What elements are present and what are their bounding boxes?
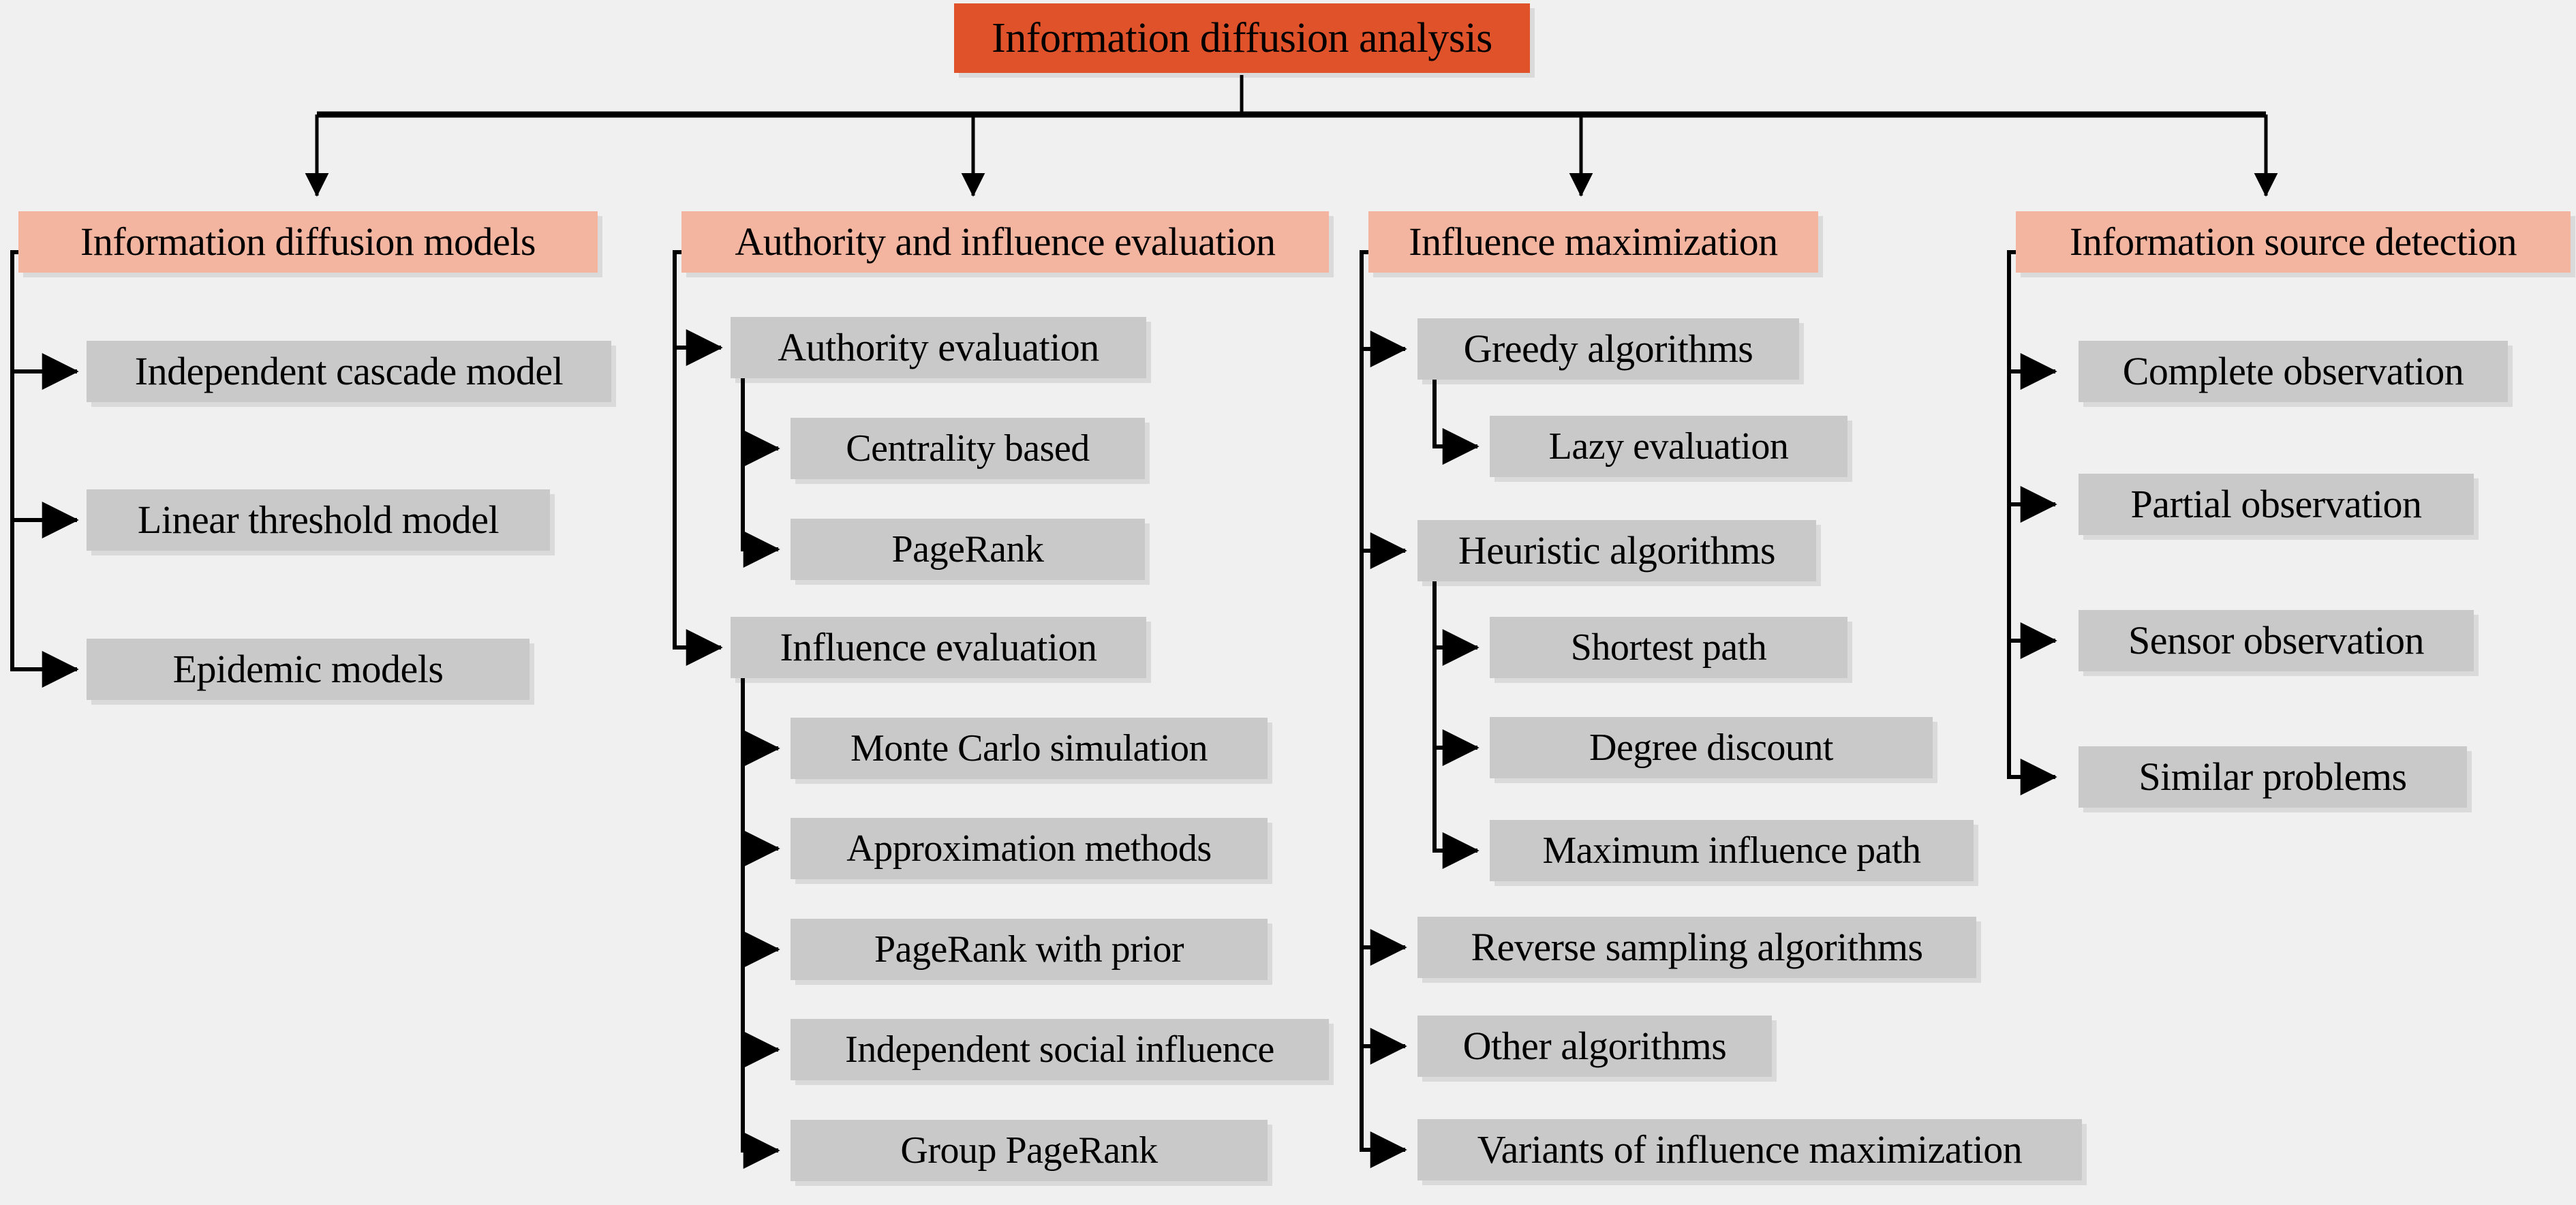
node-label: Other algorithms: [1462, 1024, 1727, 1068]
node-label: Group PageRank: [900, 1129, 1158, 1172]
root-connectors: [305, 75, 2278, 197]
node-authority-and-influence-evaluation[interactable]: Authority and influence evaluation: [681, 211, 1329, 273]
node-label: Information source detection: [2070, 219, 2517, 264]
node-influence-evaluation[interactable]: Influence evaluation: [731, 617, 1146, 678]
node-label: Heuristic algorithms: [1458, 528, 1776, 573]
node-label: Centrality based: [846, 427, 1090, 470]
node-label: Lazy evaluation: [1548, 425, 1789, 468]
node-label: Information diffusion models: [80, 219, 536, 264]
node-variants-of-influence-maximization[interactable]: Variants of influence maximization: [1417, 1119, 2082, 1180]
node-label: Maximum influence path: [1542, 829, 1921, 872]
node-label: Degree discount: [1589, 727, 1833, 769]
node-label: Variants of influence maximization: [1477, 1127, 2023, 1172]
node-label: Complete observation: [2122, 349, 2464, 393]
node-independent-cascade-model[interactable]: Independent cascade model: [87, 341, 611, 402]
node-degree-discount[interactable]: Degree discount: [1490, 717, 1933, 778]
node-label: Influence maximization: [1409, 219, 1778, 264]
node-greedy-algorithms[interactable]: Greedy algorithms: [1417, 318, 1799, 380]
node-linear-threshold-model[interactable]: Linear threshold model: [87, 489, 550, 551]
node-heuristic-algorithms[interactable]: Heuristic algorithms: [1417, 520, 1816, 581]
branch2-connectors: [673, 250, 780, 1169]
node-information-diffusion-models[interactable]: Information diffusion models: [18, 211, 598, 273]
node-other-algorithms[interactable]: Other algorithms: [1417, 1016, 1772, 1077]
node-information-source-detection[interactable]: Information source detection: [2016, 211, 2571, 273]
node-label: Independent social influence: [845, 1028, 1274, 1071]
node-root-label: Information diffusion analysis: [992, 15, 1492, 61]
node-sensor-observation[interactable]: Sensor observation: [2079, 610, 2474, 671]
node-root[interactable]: Information diffusion analysis: [954, 3, 1530, 73]
node-maximum-influence-path[interactable]: Maximum influence path: [1490, 820, 1974, 881]
node-label: Greedy algorithms: [1463, 326, 1753, 371]
node-shortest-path[interactable]: Shortest path: [1490, 617, 1847, 678]
branch4-connectors: [2007, 250, 2057, 795]
node-authority-evaluation[interactable]: Authority evaluation: [731, 317, 1146, 378]
node-epidemic-models[interactable]: Epidemic models: [87, 639, 530, 700]
node-label: Authority and influence evaluation: [735, 219, 1276, 264]
node-label: Monte Carlo simulation: [850, 727, 1208, 769]
node-lazy-evaluation[interactable]: Lazy evaluation: [1490, 416, 1847, 477]
node-label: Shortest path: [1570, 626, 1767, 669]
node-label: Linear threshold model: [137, 498, 500, 542]
node-label: Partial observation: [2130, 482, 2422, 526]
node-label: Epidemic models: [172, 647, 444, 691]
node-label: Influence evaluation: [780, 625, 1097, 669]
node-group-pagerank[interactable]: Group PageRank: [791, 1120, 1268, 1181]
branch1-connectors: [10, 250, 79, 688]
node-pagerank-with-prior[interactable]: PageRank with prior: [791, 919, 1268, 980]
node-similar-problems[interactable]: Similar problems: [2079, 746, 2467, 808]
node-centrality-based[interactable]: Centrality based: [791, 418, 1145, 479]
node-reverse-sampling-algorithms[interactable]: Reverse sampling algorithms: [1417, 917, 1976, 978]
node-label: PageRank with prior: [874, 928, 1184, 971]
node-independent-social-influence[interactable]: Independent social influence: [791, 1019, 1329, 1080]
node-label: Approximation methods: [846, 827, 1212, 870]
node-monte-carlo-simulation[interactable]: Monte Carlo simulation: [791, 718, 1268, 779]
node-complete-observation[interactable]: Complete observation: [2079, 341, 2508, 402]
node-pagerank[interactable]: PageRank: [791, 519, 1145, 580]
node-label: PageRank: [891, 528, 1044, 570]
node-label: Reverse sampling algorithms: [1471, 925, 1923, 969]
node-label: Independent cascade model: [134, 349, 564, 393]
node-approximation-methods[interactable]: Approximation methods: [791, 818, 1268, 879]
node-influence-maximization[interactable]: Influence maximization: [1368, 211, 1818, 273]
node-partial-observation[interactable]: Partial observation: [2079, 474, 2474, 535]
node-label: Similar problems: [2138, 754, 2407, 799]
node-label: Authority evaluation: [778, 325, 1099, 369]
node-label: Sensor observation: [2128, 618, 2425, 662]
